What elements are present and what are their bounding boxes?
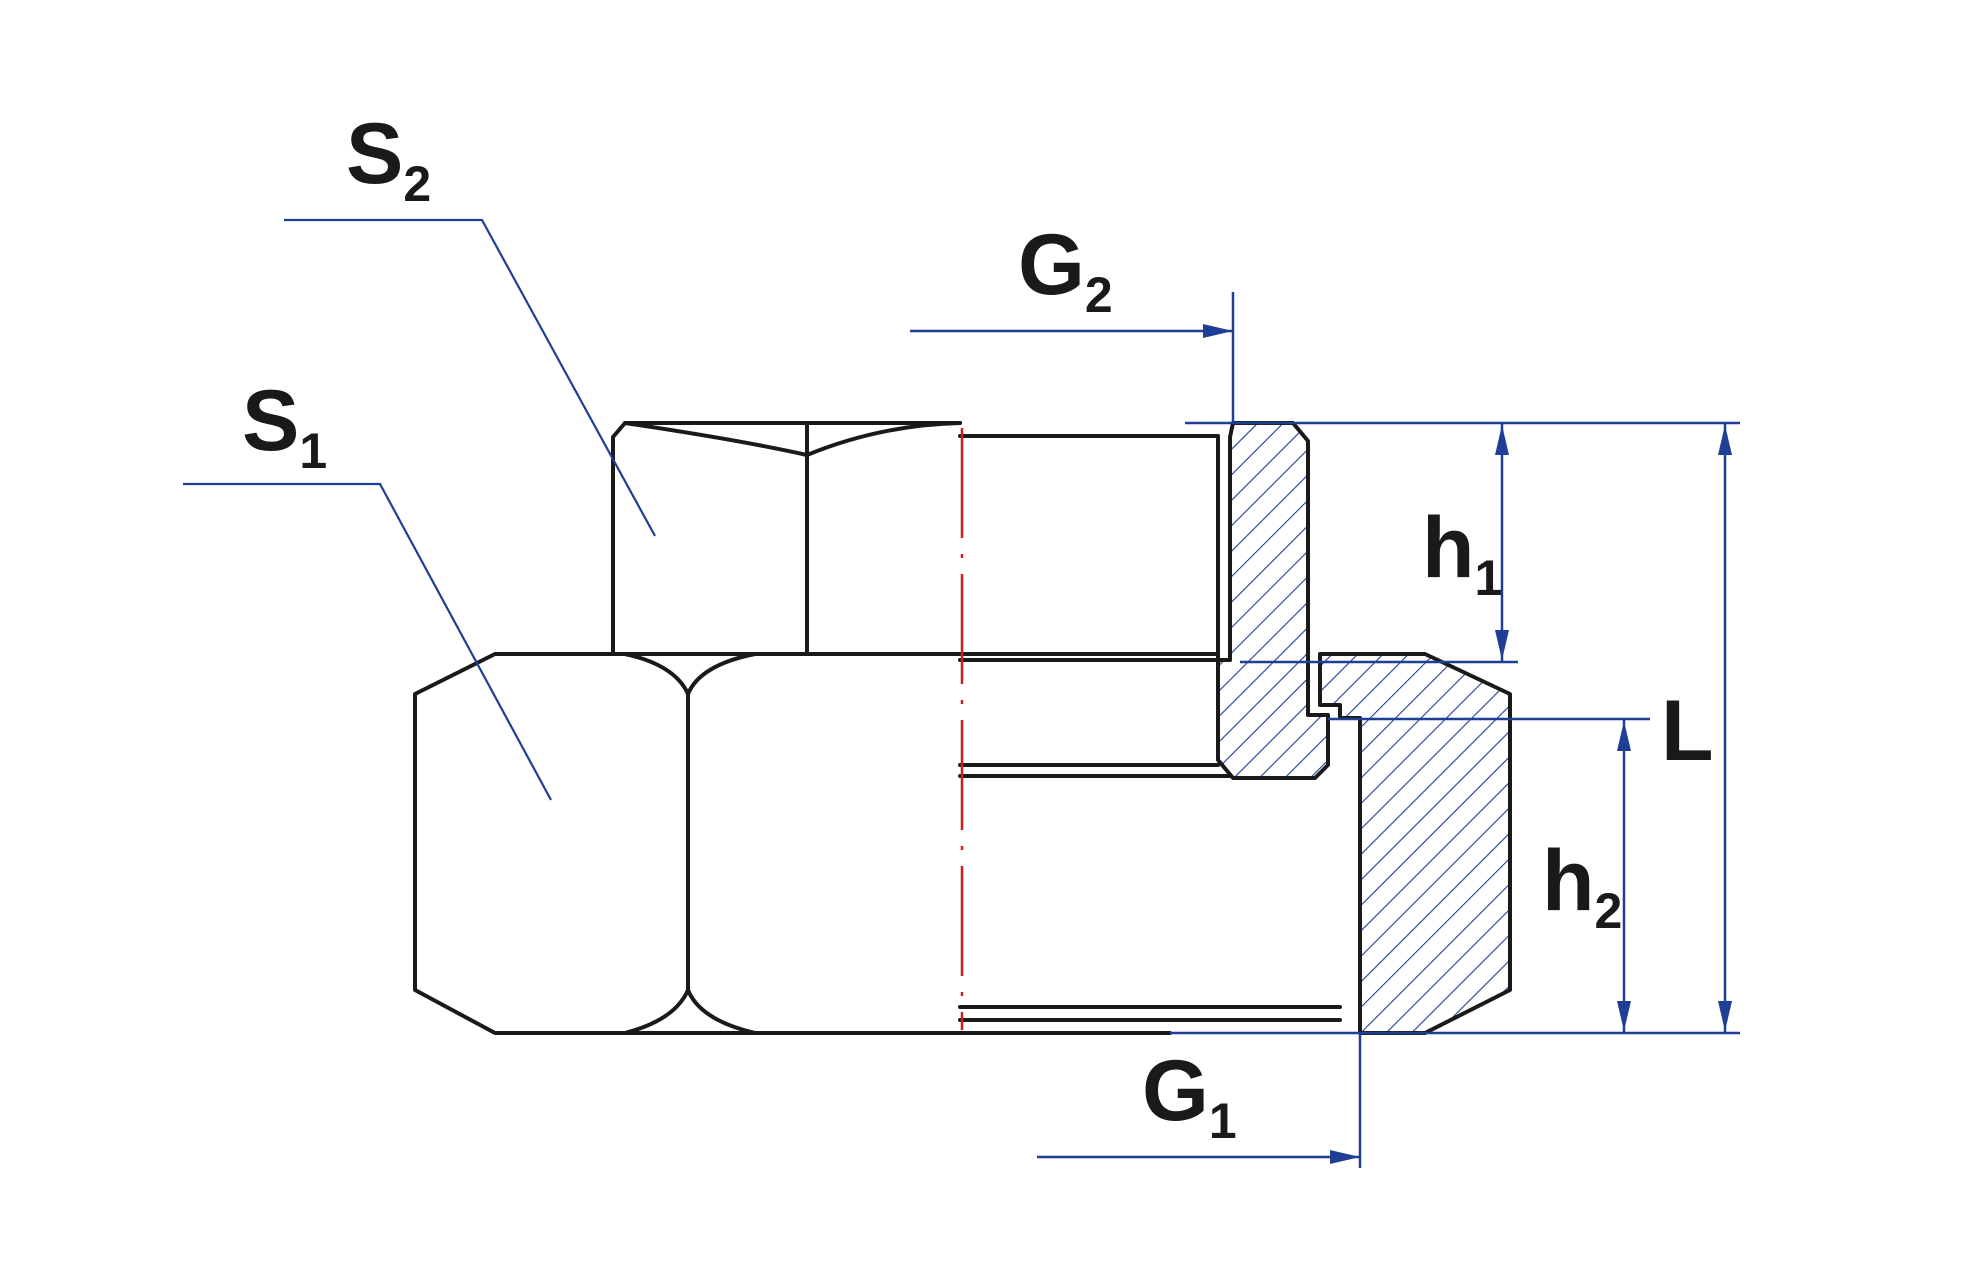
- l-arrowhead-bottom: [1718, 1001, 1732, 1031]
- lower-thread-lines: [958, 763, 1342, 1022]
- upper-hex-body: [611, 421, 1232, 662]
- label-h2: h2: [1542, 833, 1622, 939]
- upper-hex-chamfer-arc: [623, 421, 962, 457]
- h1-arrowhead-bottom: [1495, 630, 1509, 660]
- s2-leader: [284, 218, 656, 537]
- leader-lines: [183, 218, 656, 801]
- section-hatching: [1216, 421, 1512, 1035]
- dimension-lines: [910, 292, 1740, 1168]
- label-s2: S2: [346, 106, 431, 212]
- label-g2: G2: [1018, 217, 1113, 323]
- label-s1: S1: [242, 373, 327, 479]
- label-g1: G1: [1142, 1043, 1237, 1149]
- l-arrowhead-top: [1718, 425, 1732, 455]
- upper-hex-outline: [611, 421, 962, 656]
- g2-arrowhead: [1203, 324, 1233, 338]
- upper-thread-lines: [958, 434, 1232, 662]
- lower-hex-outline: [413, 652, 1172, 1035]
- s1-leader: [183, 482, 552, 801]
- lower-wall-section: [1318, 652, 1512, 1035]
- h2-arrowhead-bottom: [1617, 1001, 1631, 1031]
- h1-arrowhead-top: [1495, 425, 1509, 455]
- lower-hex-body: [413, 652, 1342, 1035]
- label-h1: h1: [1422, 500, 1502, 606]
- upper-wall-section: [1216, 421, 1330, 780]
- h2-arrowhead-top: [1617, 721, 1631, 751]
- label-l: L: [1661, 683, 1714, 779]
- arrowheads: [1203, 324, 1732, 1164]
- g1-arrowhead: [1330, 1150, 1360, 1164]
- lower-hex-arcs: [623, 652, 757, 1035]
